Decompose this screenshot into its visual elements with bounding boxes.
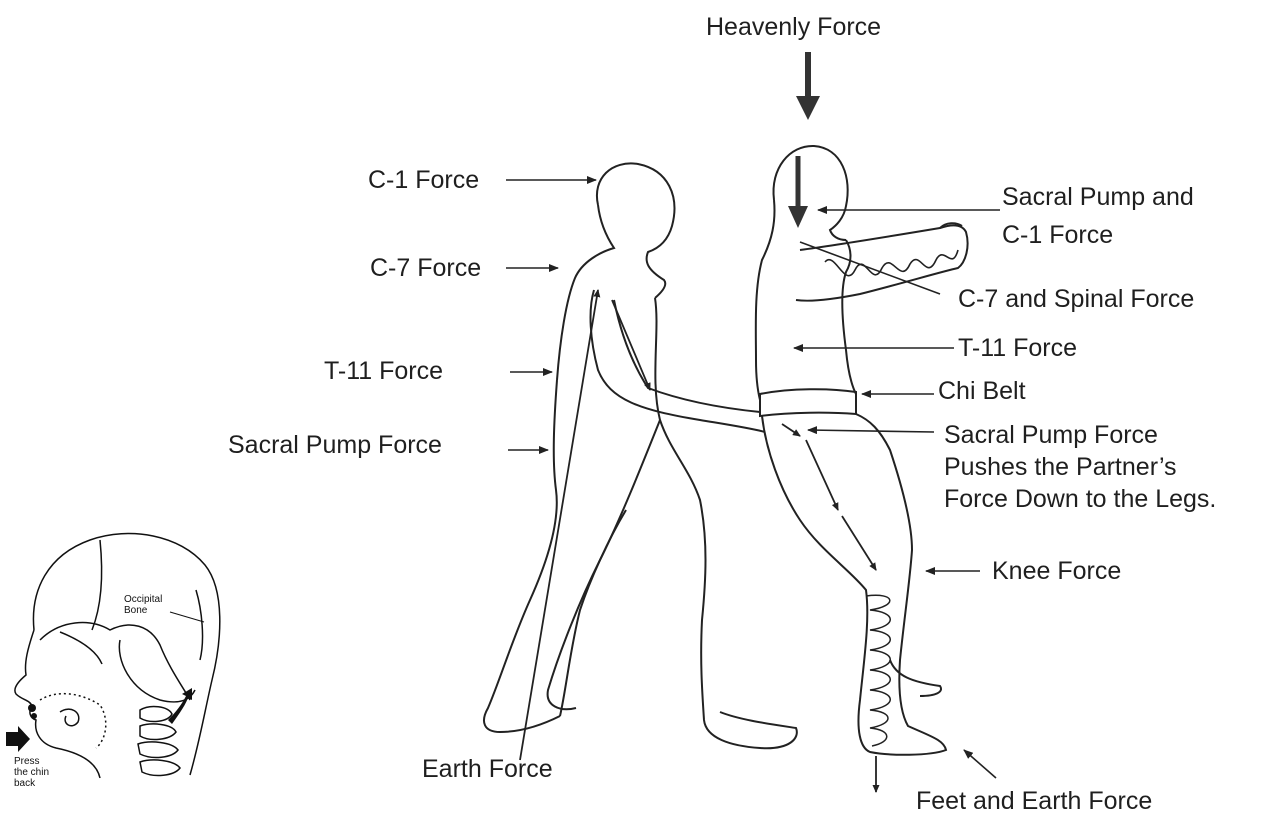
skull-inset-drawing: [15, 534, 220, 778]
press-line3: back: [14, 778, 49, 789]
c7-spinal-force-label: C-7 and Spinal Force: [958, 284, 1194, 314]
heavenly-force-arrow: [796, 52, 820, 120]
neck-curve-arrow-icon: [168, 688, 192, 724]
t11-force-right-label: T-11 Force: [958, 333, 1077, 363]
sacral-pump-c1-label: Sacral Pump and C-1 Force: [1002, 182, 1194, 250]
heavenly-force-label: Heavenly Force: [706, 12, 881, 42]
back-figure: [484, 163, 797, 748]
front-figure: [756, 146, 968, 755]
feet-earth-force-label: Feet and Earth Force: [916, 786, 1152, 816]
occipital-bone-label: Occipital Bone: [124, 594, 162, 616]
sacral-pump-right-line3: Force Down to the Legs.: [944, 484, 1216, 514]
press-line2: the chin: [14, 767, 49, 778]
knee-force-label: Knee Force: [992, 556, 1121, 586]
earth-force-label: Earth Force: [422, 754, 553, 784]
sacral-pump-c1-line2: C-1 Force: [1002, 220, 1194, 250]
occipital-line1: Occipital: [124, 594, 162, 605]
sacral-pump-right-label: Sacral Pump Force Pushes the Partner’s F…: [944, 420, 1216, 514]
occipital-line2: Bone: [124, 605, 162, 616]
t11-force-left-label: T-11 Force: [324, 356, 443, 386]
sacral-pump-c1-line1: Sacral Pump and: [1002, 182, 1194, 212]
flow-arrows: [520, 156, 876, 792]
c1-force-label: C-1 Force: [368, 165, 479, 195]
sacral-pump-force-left-label: Sacral Pump Force: [228, 430, 442, 460]
c7-force-label: C-7 Force: [370, 253, 481, 283]
sacral-pump-right-line2: Pushes the Partner’s: [944, 452, 1216, 482]
press-chin-arrow-icon: [6, 726, 30, 752]
chi-belt-label: Chi Belt: [938, 376, 1026, 406]
sacral-pump-right-line1: Sacral Pump Force: [944, 420, 1216, 450]
press-line1: Press: [14, 756, 49, 767]
press-chin-label: Press the chin back: [14, 756, 49, 789]
